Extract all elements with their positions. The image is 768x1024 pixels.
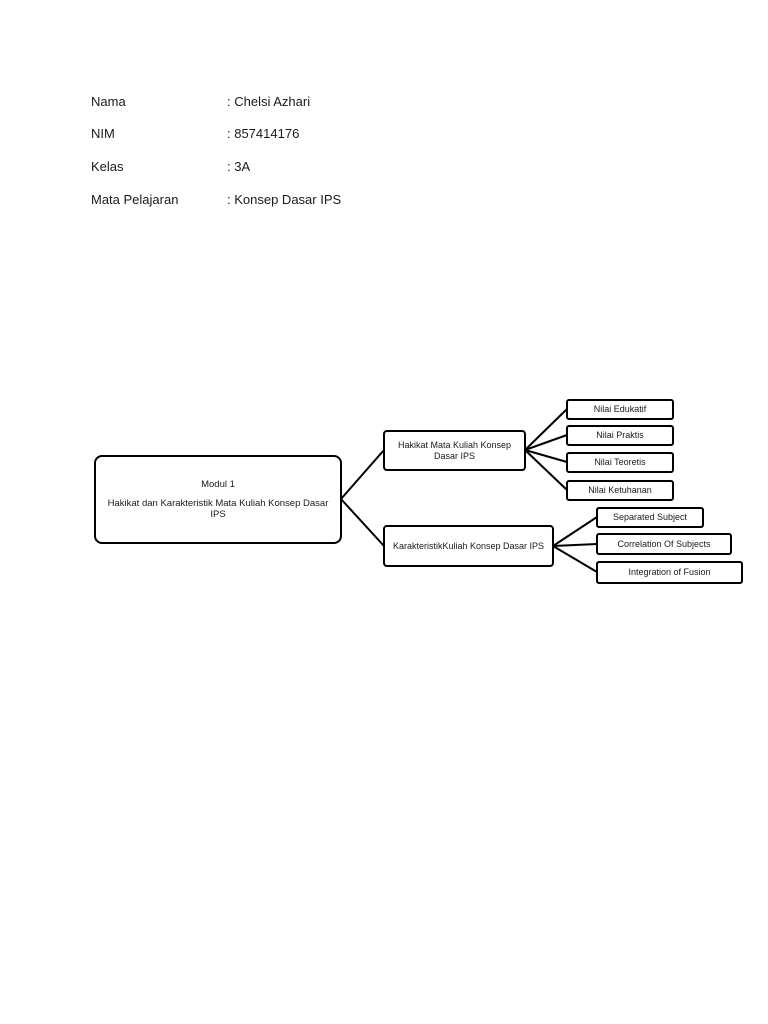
- connector-branch-2-leaf-3: [552, 545, 598, 573]
- leaf-label: Separated Subject: [612, 512, 688, 522]
- leaf-label: Nilai Praktis: [596, 430, 644, 440]
- info-row-kelas: Kelas : 3A: [91, 157, 491, 177]
- info-value: : 3A: [227, 159, 251, 174]
- info-label: Kelas: [91, 159, 124, 174]
- connector-branch-2-leaf-2: [552, 543, 598, 547]
- connector-root-branch-1: [340, 449, 385, 500]
- info-value: : Chelsi Azhari: [227, 94, 311, 109]
- leaf-label: Correlation Of Subjects: [617, 538, 711, 549]
- connector-branch-1-leaf-3: [524, 449, 568, 463]
- connector-branch-2-leaf-1: [552, 516, 598, 547]
- root-title: Modul 1: [201, 479, 235, 490]
- info-value: : 857414176: [227, 126, 300, 141]
- leaf-node-correlation-of-subjects: Correlation Of Subjects: [596, 533, 732, 555]
- leaf-node-nilai-praktis: Nilai Praktis: [566, 425, 674, 446]
- leaf-label: Nilai Edukatif: [593, 404, 647, 414]
- mindmap-root-node: Modul 1 Hakikat dan Karakteristik Mata K…: [94, 455, 342, 544]
- info-label: NIM: [91, 126, 115, 141]
- leaf-node-integration-of-fusion: Integration of Fusion: [596, 561, 743, 584]
- info-row-mata-pelajaran: Mata Pelajaran : Konsep Dasar IPS: [91, 190, 491, 210]
- info-row-nama: Nama : Chelsi Azhari: [91, 92, 491, 112]
- branch-node-karakteristik: KarakteristikKuliah Konsep Dasar IPS: [383, 525, 554, 567]
- connector-branch-1-leaf-1: [524, 408, 568, 451]
- leaf-label: Nilai Ketuhanan: [588, 485, 652, 495]
- info-value: : Konsep Dasar IPS: [227, 192, 342, 207]
- info-row-nim: NIM : 857414176: [91, 124, 491, 144]
- leaf-label: Integration of Fusion: [628, 567, 711, 577]
- leaf-node-nilai-ketuhanan: Nilai Ketuhanan: [566, 480, 674, 501]
- info-label: Mata Pelajaran: [91, 192, 179, 207]
- branch-label: KarakteristikKuliah Konsep Dasar IPS: [392, 540, 545, 551]
- leaf-node-nilai-edukatif: Nilai Edukatif: [566, 399, 674, 420]
- branch-node-hakikat: Hakikat Mata Kuliah Konsep Dasar IPS: [383, 430, 526, 471]
- leaf-node-separated-subject: Separated Subject: [596, 507, 704, 528]
- connector-branch-1-leaf-4: [524, 449, 568, 491]
- root-subtitle: Hakikat dan Karakteristik Mata Kuliah Ko…: [107, 498, 329, 520]
- branch-label: Hakikat Mata Kuliah Konsep Dasar IPS: [397, 439, 512, 461]
- info-label: Nama: [91, 94, 126, 109]
- leaf-label: Nilai Teoretis: [594, 457, 646, 467]
- connector-branch-1-leaf-2: [524, 434, 568, 451]
- leaf-node-nilai-teoretis: Nilai Teoretis: [566, 452, 674, 473]
- connector-root-branch-2: [340, 498, 385, 547]
